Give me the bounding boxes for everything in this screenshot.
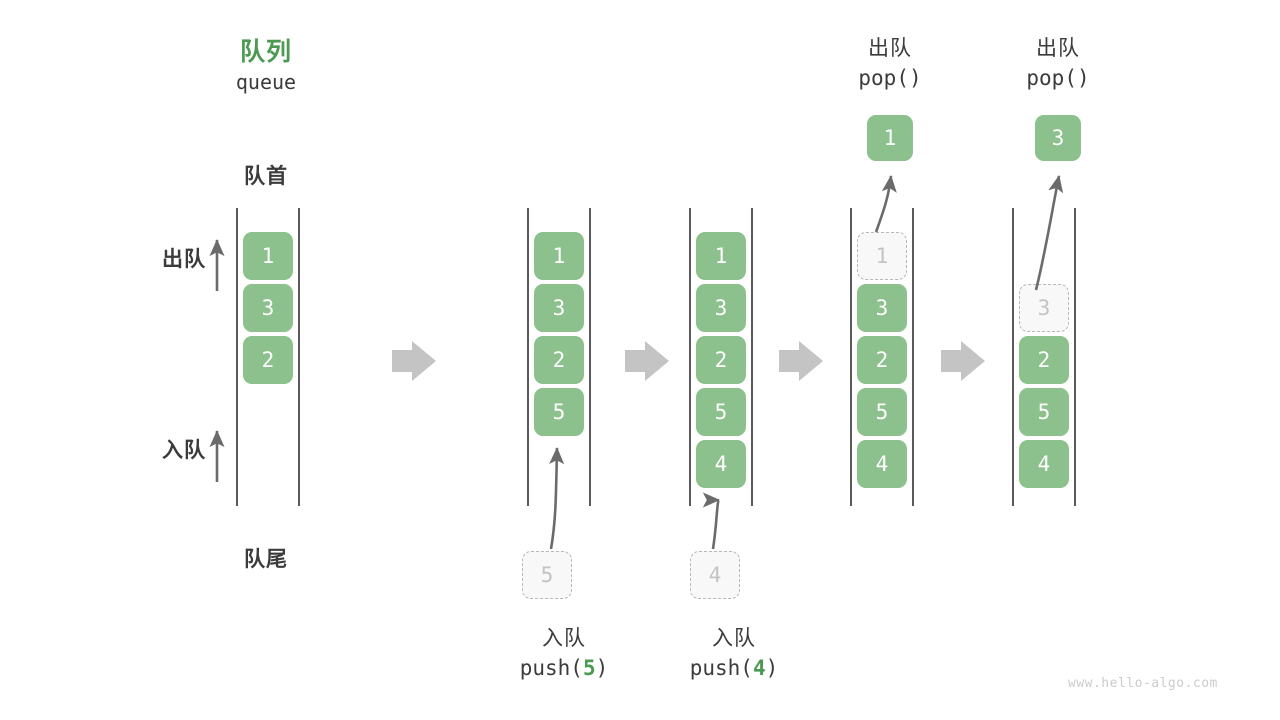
separator-arrow-1 [392,341,436,381]
popped-element: 1 [867,115,913,161]
queue-cell: 2 [534,336,584,384]
push-code-prefix: push( [689,656,753,680]
queue-cell: 3 [534,284,584,332]
rail-right [589,208,591,506]
rail-left [850,208,852,506]
queue-cell-removed: 1 [857,232,907,280]
push-code-suffix: ) [595,656,609,680]
queue-cell: 5 [857,388,907,436]
queue-cell-empty [1019,232,1069,280]
front-label: 队首 [244,164,288,188]
rear-label: 队尾 [244,547,288,571]
queue-cell: 2 [243,336,293,384]
pop-header-cn: 出队 [1036,36,1080,60]
queue-cell: 4 [696,440,746,488]
queue-cell: 4 [857,440,907,488]
queue-cell: 2 [857,336,907,384]
push-code-value: 4 [752,656,766,680]
push-caption-cn: 入队 [542,626,586,650]
queue-cell: 2 [1019,336,1069,384]
queue-cell: 3 [696,284,746,332]
pop-header-code: pop() [858,66,922,90]
rail-left [527,208,529,506]
enqueue-axis-label: 入队 [162,438,206,462]
push-code-value: 5 [582,656,596,680]
separator-arrow-3 [779,341,823,381]
rail-right [912,208,914,506]
cell-stack: 1 3 2 5 4 [857,232,907,488]
rail-right [298,208,300,506]
cell-stack: 3 2 5 4 [1019,232,1069,488]
rail-right [1074,208,1076,506]
push-caption-code: push(4) [664,656,804,680]
separator-arrow-2 [625,341,669,381]
queue-cell: 5 [696,388,746,436]
queue-cell: 1 [696,232,746,280]
rail-left [236,208,238,506]
watermark: www.hello-algo.com [1068,676,1218,691]
pop-header-cn: 出队 [868,36,912,60]
rail-left [689,208,691,506]
queue-cell: 3 [857,284,907,332]
rail-right [751,208,753,506]
diagram-title-cn: 队列 [239,37,292,66]
push-5-arrow [549,446,565,550]
dequeue-axis-label: 出队 [162,247,206,271]
cell-stack: 1 3 2 [243,232,293,384]
push-code-suffix: ) [765,656,779,680]
pop-header-code: pop() [1026,66,1090,90]
push-caption-code: push(5) [494,656,634,680]
queue-cell: 4 [1019,440,1069,488]
queue-cell: 5 [534,388,584,436]
push-code-prefix: push( [519,656,583,680]
separator-arrow-4 [941,341,985,381]
queue-cell-removed: 3 [1019,284,1069,332]
pop-1-arrow [874,174,897,233]
popped-element: 3 [1035,115,1081,161]
queue-cell: 2 [696,336,746,384]
queue-cell: 1 [243,232,293,280]
cell-stack: 1 3 2 5 [534,232,584,436]
queue-cell: 5 [1019,388,1069,436]
diagram-title-en: queue [235,70,297,94]
queue-cell: 1 [534,232,584,280]
push-caption-cn: 入队 [712,626,756,650]
push-4-arrow [702,492,721,550]
cell-stack: 1 3 2 5 4 [696,232,746,488]
incoming-element-ghost: 4 [690,551,740,599]
incoming-element-ghost: 5 [522,551,572,599]
rail-left [1012,208,1014,506]
queue-cell: 3 [243,284,293,332]
